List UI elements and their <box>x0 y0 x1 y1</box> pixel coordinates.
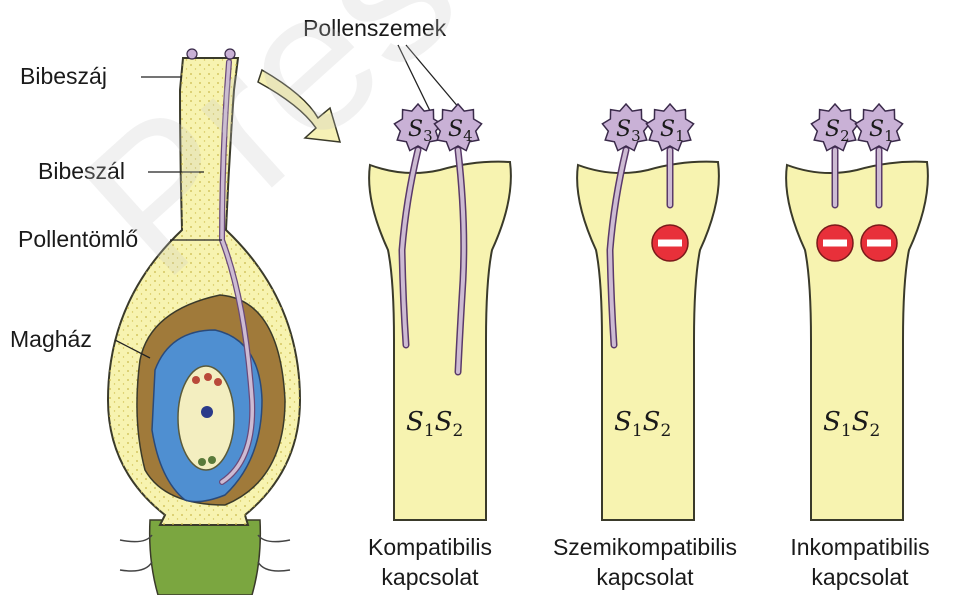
caption-compatible: Kompatibilis kapcsolat <box>365 532 495 592</box>
caption-incompatible-line1: Inkompatibilis <box>775 532 945 562</box>
caption-incompatible-line2: kapcsolat <box>775 562 945 592</box>
style-body <box>369 162 511 520</box>
caption-incompatible: Inkompatibilis kapcsolat <box>775 532 945 592</box>
caption-semicompatible-line1: Szemikompatibilis <box>540 532 750 562</box>
caption-compatible-line2: kapcsolat <box>365 562 495 592</box>
label-style: Bibeszál <box>38 160 125 183</box>
caption-semicompatible-line2: kapcsolat <box>540 562 750 592</box>
pistil-illustration <box>108 49 300 595</box>
stigma-pollen <box>187 49 197 59</box>
label-pollen-tube: Pollentömlő <box>18 228 138 251</box>
zoom-arrow-icon <box>258 70 340 142</box>
style-body <box>786 162 928 520</box>
caption-compatible-line1: Kompatibilis <box>365 532 495 562</box>
style-body <box>577 162 719 520</box>
receptacle <box>150 520 261 595</box>
label-stigma: Bibeszáj <box>20 65 107 88</box>
stigma-pollen <box>225 49 235 59</box>
caption-semicompatible: Szemikompatibilis kapcsolat <box>540 532 750 592</box>
label-pollen-grains: Pollenszemek <box>303 17 446 40</box>
embryo-sac <box>178 366 234 470</box>
label-ovary: Magház <box>10 328 92 351</box>
